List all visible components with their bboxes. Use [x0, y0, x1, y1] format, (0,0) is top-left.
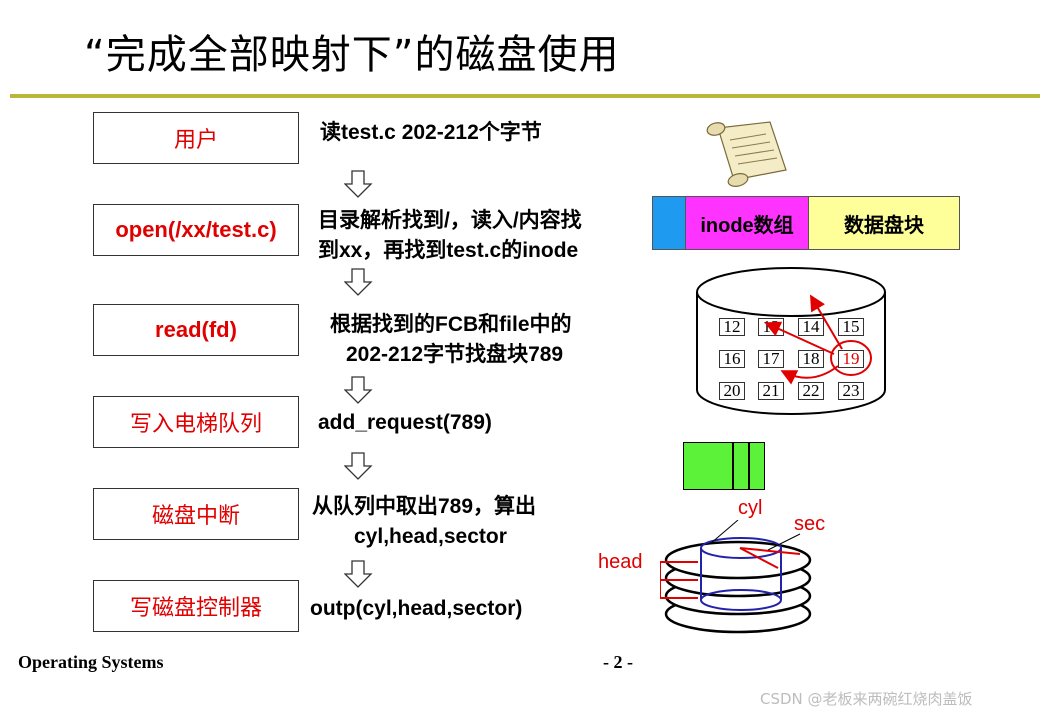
layout-bar-data-blocks: 数据盘块	[808, 196, 960, 250]
step-box-disk-controller: 写磁盘控制器	[93, 580, 299, 632]
down-arrow-icon	[344, 376, 373, 404]
step-box-open: open(/xx/test.c)	[93, 204, 299, 256]
disk-block: 23	[838, 382, 864, 400]
down-arrow-icon	[344, 452, 373, 480]
watermark: CSDN @老板来两碗红烧肉盖饭	[760, 690, 973, 708]
page-title: “完成全部映射下”的磁盘使用	[84, 32, 620, 78]
step-desc-read-line2: 202-212字节找盘块789	[346, 343, 564, 366]
scroll-file-icon	[706, 121, 787, 187]
step-box-user: 用户	[93, 112, 299, 164]
disk-block: 16	[719, 350, 745, 368]
step-desc-controller: outp(cyl,head,sector)	[310, 597, 523, 620]
step-box-elevator-queue: 写入电梯队列	[93, 396, 299, 448]
disk-block: 12	[719, 318, 745, 336]
step-desc-interrupt-line1: 从队列中取出789，算出	[312, 495, 537, 518]
step-desc-interrupt-line2: cyl,head,sector	[354, 525, 507, 548]
disk-block: 17	[758, 350, 784, 368]
sector-label: sec	[794, 513, 826, 535]
step-desc-open-line1: 目录解析找到/，读入/内容找	[318, 209, 582, 232]
step-desc-open-line2: 到xx，再找到test.c的inode	[318, 239, 579, 262]
disk-block: 22	[798, 382, 824, 400]
page-number: - 2 -	[603, 652, 633, 672]
down-arrow-icon	[344, 170, 373, 198]
down-arrow-icon	[344, 268, 373, 296]
step-desc-elevator-queue: add_request(789)	[318, 411, 492, 434]
head-label: head	[598, 551, 643, 573]
disk-platters-icon	[660, 520, 812, 634]
step-desc-user: 读test.c 202-212个字节	[320, 121, 542, 144]
title-divider	[10, 94, 1040, 98]
disk-block: 18	[798, 350, 824, 368]
disk-block: 20	[719, 382, 745, 400]
layout-bar-boot-segment	[652, 196, 686, 250]
disk-block: 15	[838, 318, 864, 336]
access-path-arrows	[764, 294, 872, 385]
disk-block: 21	[758, 382, 784, 400]
footer-course-name: Operating Systems	[18, 652, 164, 672]
disk-block-highlighted: 19	[838, 350, 864, 368]
cylinder-label: cyl	[738, 497, 763, 519]
layout-bar-inode-array: inode数组	[685, 196, 809, 250]
step-desc-read-line1: 根据找到的FCB和file中的	[330, 313, 572, 336]
step-box-disk-interrupt: 磁盘中断	[93, 488, 299, 540]
request-queue-icon	[683, 442, 765, 490]
disk-block: 14	[798, 318, 824, 336]
step-box-read: read(fd)	[93, 304, 299, 356]
down-arrow-icon	[344, 560, 373, 588]
